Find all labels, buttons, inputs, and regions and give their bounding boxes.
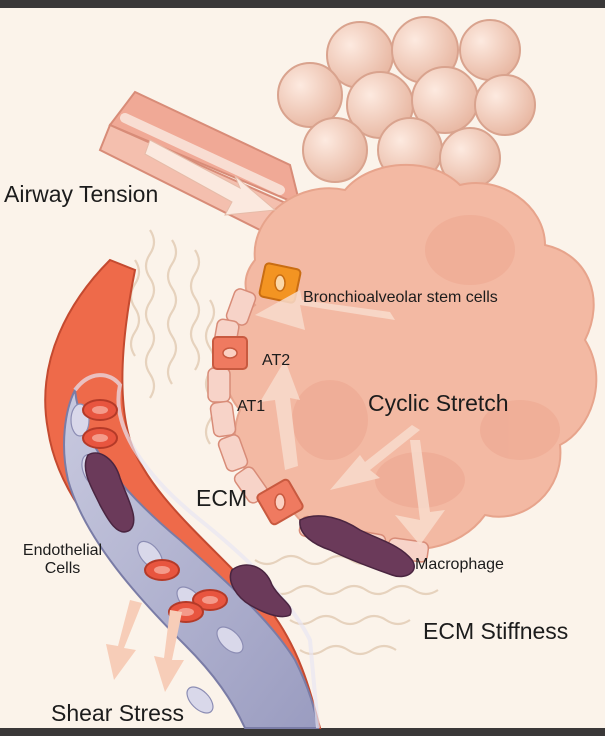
label-airway-tension: Airway Tension <box>4 181 158 207</box>
label-at2: AT2 <box>262 352 290 370</box>
label-ecm-stiffness: ECM Stiffness <box>423 618 568 644</box>
bottom-border <box>0 728 605 736</box>
label-shear-stress: Shear Stress <box>51 700 184 726</box>
label-macrophage: Macrophage <box>415 556 504 574</box>
label-stem-cells: Bronchioalveolar stem cells <box>303 289 498 307</box>
top-border <box>0 0 605 8</box>
at2-cell <box>213 337 247 369</box>
label-at1: AT1 <box>237 398 265 416</box>
label-cyclic-stretch: Cyclic Stretch <box>368 390 509 416</box>
label-endothelial-cells: Endothelial Cells <box>10 542 115 579</box>
label-ecm: ECM <box>196 485 247 511</box>
